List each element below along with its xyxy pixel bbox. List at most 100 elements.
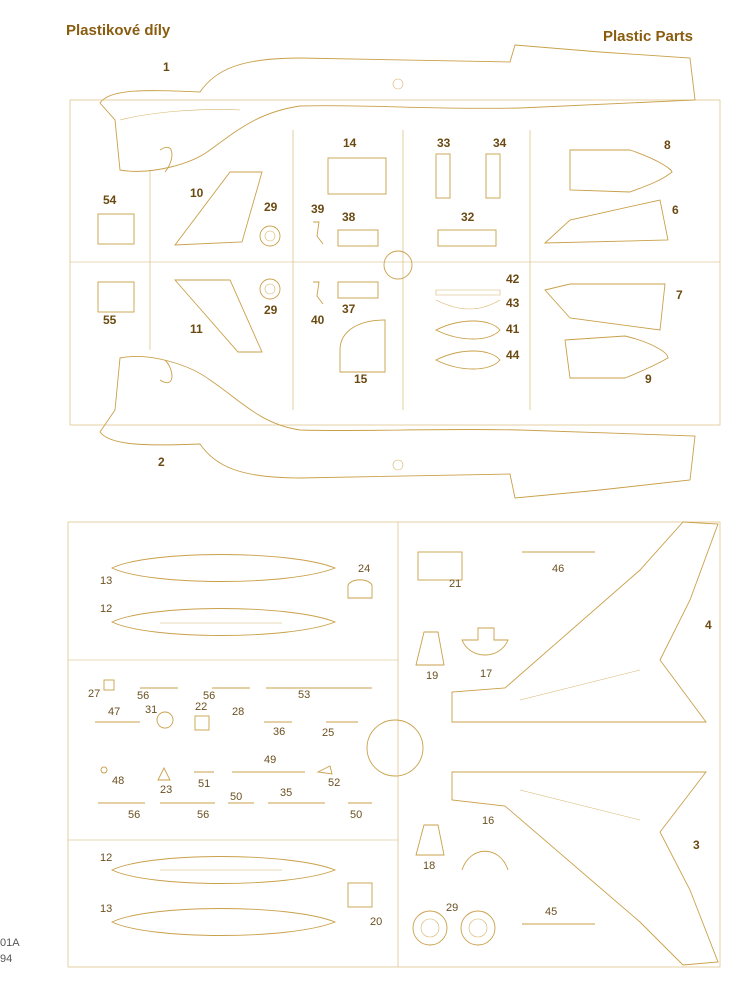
part-41 (434, 320, 501, 340)
label-part-7: 7 (676, 288, 683, 302)
part-21 (417, 551, 463, 581)
label-part-27: 27 (88, 688, 101, 700)
label-part-43: 43 (506, 296, 520, 310)
label-part-17: 17 (480, 668, 493, 680)
tank-12-upper (110, 608, 337, 636)
title-english: Plastic Parts (602, 28, 693, 45)
label-part-55: 55 (103, 313, 117, 327)
label-part-18: 18 (423, 860, 436, 872)
label-part-29-upper: 29 (264, 200, 278, 214)
label-part-12-upper: 12 (100, 603, 113, 615)
part-33 (435, 153, 451, 199)
part-19 (415, 631, 445, 666)
label-part-6: 6 (672, 203, 679, 217)
label-part-56-b: 56 (203, 690, 216, 702)
part-52 (316, 765, 333, 775)
tail-fin-11 (174, 279, 263, 353)
label-part-28: 28 (232, 706, 245, 718)
part-23 (157, 766, 171, 781)
label-part-50-b: 50 (350, 809, 363, 821)
wheel-29-upper (259, 225, 281, 247)
label-part-39: 39 (311, 202, 325, 216)
label-part-29-bottom: 29 (446, 902, 459, 914)
label-part-21: 21 (449, 578, 462, 590)
label-part-49: 49 (264, 754, 277, 766)
label-part-1: 1 (163, 60, 170, 74)
label-part-29-lower: 29 (264, 303, 278, 317)
label-part-4: 4 (705, 618, 712, 632)
part-18 (415, 824, 445, 856)
label-part-53: 53 (298, 689, 311, 701)
part-44 (434, 350, 501, 370)
label-part-51: 51 (198, 778, 211, 790)
part-42 (435, 289, 501, 296)
part-8 (569, 149, 673, 193)
label-part-10: 10 (190, 186, 204, 200)
fuselage-half-1 (99, 44, 696, 172)
label-part-2: 2 (158, 455, 165, 469)
label-part-42: 42 (506, 272, 520, 286)
label-part-20: 20 (370, 916, 383, 928)
wheel-29-bottom-a-hub (420, 918, 440, 938)
label-part-15: 15 (354, 372, 368, 386)
part-32 (437, 229, 497, 247)
part-24 (347, 579, 373, 599)
label-part-33: 33 (437, 136, 451, 150)
label-part-11: 11 (190, 322, 203, 336)
label-part-12-lower: 12 (100, 852, 113, 864)
tank-13-lower (110, 908, 337, 936)
part-15 (339, 319, 386, 373)
fuselage-1-intake (159, 147, 173, 173)
part-17 (461, 627, 509, 656)
label-part-22: 22 (195, 701, 208, 713)
label-part-56-d: 56 (197, 809, 210, 821)
label-part-46: 46 (552, 563, 565, 575)
label-part-31: 31 (145, 704, 158, 716)
title-czech: Plastikové díly (66, 22, 171, 39)
part-48 (100, 766, 108, 774)
label-part-3: 3 (693, 838, 700, 852)
label-part-56-a: 56 (137, 690, 150, 702)
wheel-29-lower (259, 278, 281, 300)
part-27 (103, 679, 115, 691)
wheel-29-bottom-a (412, 910, 448, 946)
label-part-13-lower: 13 (100, 903, 113, 915)
label-part-47: 47 (108, 706, 121, 718)
sheet-code-b: 94 (0, 953, 13, 965)
part-37 (337, 281, 379, 299)
label-part-19: 19 (426, 670, 439, 682)
label-part-9: 9 (645, 372, 652, 386)
label-part-35: 35 (280, 787, 293, 799)
bottom-sprue-gate (366, 719, 424, 777)
top-sprue-frame (69, 99, 721, 426)
part-14 (327, 157, 387, 195)
label-part-45: 45 (545, 906, 558, 918)
fuselage-half-2 (99, 356, 696, 499)
label-part-38: 38 (342, 210, 356, 224)
part-22 (194, 715, 210, 731)
bottom-sprue-frame (67, 521, 721, 968)
label-part-44: 44 (506, 348, 520, 362)
tail-fin-10 (174, 171, 263, 246)
label-part-48: 48 (112, 775, 125, 787)
fuselage-1-marking (392, 78, 404, 90)
label-part-36: 36 (273, 726, 286, 738)
label-part-52: 52 (328, 777, 341, 789)
fuselage-1-detail (119, 109, 241, 121)
label-part-13-upper: 13 (100, 575, 113, 587)
part-9 (564, 335, 669, 379)
part-31 (156, 711, 174, 729)
label-part-50-a: 50 (230, 791, 243, 803)
wing-3-detail (519, 789, 641, 821)
part-55 (97, 281, 135, 313)
label-part-24: 24 (358, 563, 371, 575)
sheet-code-a: 01A (0, 937, 20, 949)
part-43 (435, 299, 501, 310)
label-part-40: 40 (311, 313, 325, 327)
label-part-56-c: 56 (128, 809, 141, 821)
label-part-32: 32 (461, 210, 475, 224)
fuselage-2-intake (159, 359, 173, 383)
part-20 (347, 882, 373, 908)
part-34 (485, 153, 501, 199)
